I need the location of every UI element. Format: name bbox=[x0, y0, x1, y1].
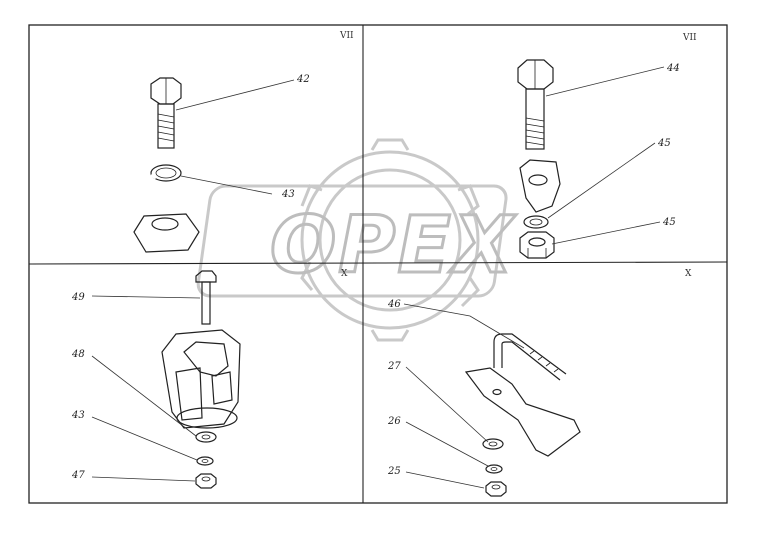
callout-45-top: 45 bbox=[657, 138, 671, 149]
eccentric-washer-part bbox=[519, 159, 561, 213]
spring-washer-part-26 bbox=[485, 464, 503, 474]
horizontal-divider bbox=[28, 261, 728, 265]
spring-ring-part-43 bbox=[150, 164, 182, 182]
callout-43-bottom: 43 bbox=[71, 410, 85, 421]
leader-25 bbox=[405, 471, 485, 489]
leader-42 bbox=[175, 79, 295, 111]
spring-washer-part-43-bottom bbox=[196, 456, 214, 466]
leader-45-bot bbox=[551, 221, 661, 245]
washer-part-45 bbox=[523, 215, 549, 229]
callout-48: 48 bbox=[71, 349, 85, 360]
section-label-top-left: VII bbox=[339, 31, 354, 41]
nut-part-top bbox=[519, 231, 555, 259]
section-grid bbox=[28, 24, 728, 504]
callout-26: 26 bbox=[387, 416, 401, 427]
leader-26 bbox=[405, 421, 489, 467]
watermark-frame bbox=[196, 184, 508, 298]
conical-washer-part bbox=[133, 213, 200, 253]
clamp-plate-part bbox=[464, 367, 581, 457]
callout-43-top: 43 bbox=[281, 189, 295, 200]
callout-44: 44 bbox=[666, 63, 680, 74]
leader-43-bottom bbox=[91, 416, 198, 461]
callout-49: 49 bbox=[71, 292, 85, 303]
nut-part-25 bbox=[485, 481, 507, 497]
washer-part-27 bbox=[482, 438, 504, 450]
callout-27: 27 bbox=[387, 361, 401, 372]
section-label-center: X bbox=[341, 269, 348, 279]
leader-48 bbox=[91, 355, 197, 437]
callout-47: 47 bbox=[71, 470, 85, 481]
leader-27 bbox=[405, 366, 489, 443]
washer-part-bottom-left bbox=[195, 431, 217, 443]
leader-49 bbox=[91, 295, 201, 299]
bolt-part-42 bbox=[150, 77, 182, 149]
nut-part-47 bbox=[195, 473, 217, 489]
long-bolt-part-49 bbox=[195, 270, 217, 325]
callout-46: 46 bbox=[387, 299, 401, 310]
callout-45-bot: 45 bbox=[662, 217, 676, 228]
watermark: OPEX bbox=[196, 138, 517, 342]
callout-42: 42 bbox=[296, 74, 310, 85]
leader-45-top bbox=[547, 142, 656, 219]
hook-bolt-part-46 bbox=[493, 333, 567, 381]
watermark-text: OPEX bbox=[270, 201, 517, 291]
leader-47 bbox=[91, 476, 196, 482]
clamp-block-part-48 bbox=[161, 329, 241, 429]
callout-25: 25 bbox=[387, 466, 401, 477]
leader-46 bbox=[403, 303, 525, 349]
leader-44 bbox=[545, 66, 665, 97]
bolt-part-44 bbox=[517, 59, 554, 150]
section-label-top-right: VII bbox=[682, 33, 697, 43]
section-label-bottom-right: X bbox=[685, 269, 692, 279]
gear-icon bbox=[300, 138, 480, 342]
leader-43-top bbox=[180, 175, 273, 195]
